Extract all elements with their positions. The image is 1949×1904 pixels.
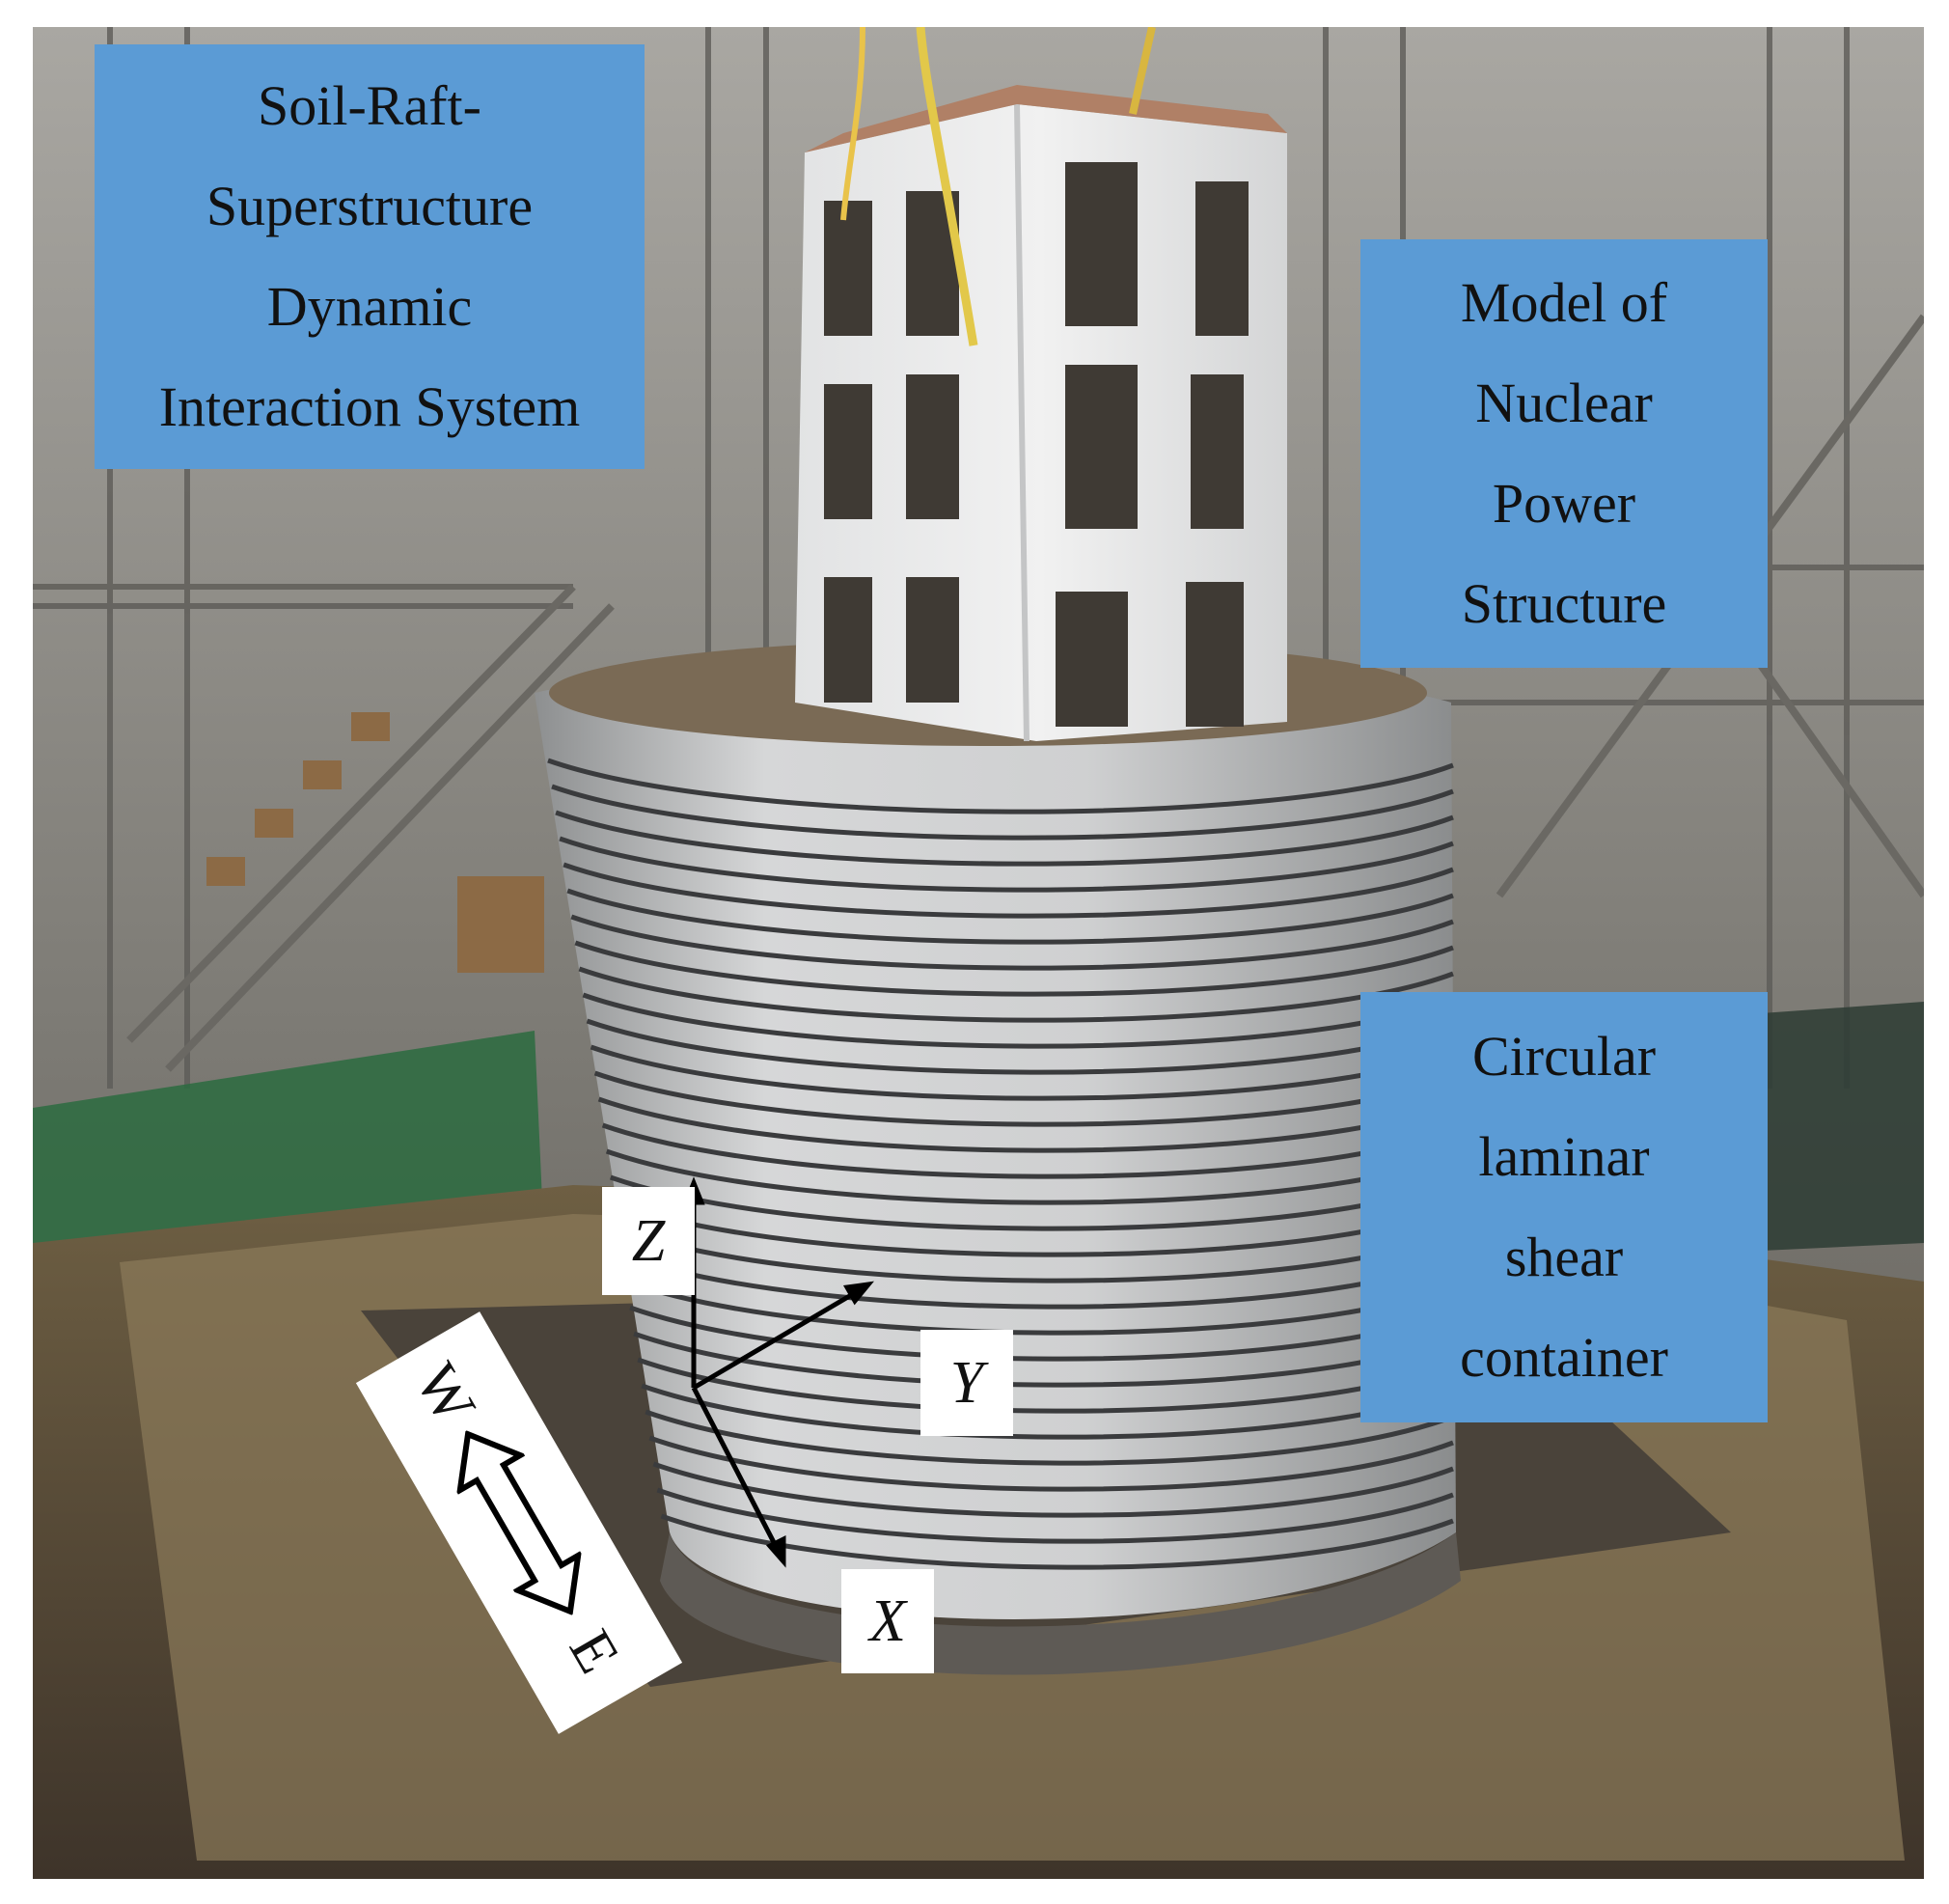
container-ring (660, 1513, 1454, 1570)
container-ring (574, 940, 1454, 997)
system-label-line: Soil-Raft- (258, 74, 481, 137)
z-axis-label: Z (602, 1187, 695, 1295)
structure-label-line: Model of (1460, 271, 1668, 334)
container-ring (652, 1461, 1454, 1518)
container-label-line: Circular (1471, 1025, 1657, 1088)
system-label-line: Interaction System (158, 375, 581, 438)
direction-tag: W E (355, 1311, 683, 1734)
container-ring (570, 914, 1454, 971)
container-label-line: shear (1504, 1226, 1624, 1288)
structure-label-line: Power (1492, 472, 1636, 535)
container-label-line: laminar (1478, 1125, 1650, 1188)
system-label-line: Superstructure (206, 175, 534, 237)
container-ring (566, 888, 1454, 945)
container-label: Circular laminar shear container (1360, 992, 1768, 1422)
east-label: E (556, 1619, 632, 1684)
structure-label-line: Structure (1461, 572, 1667, 635)
system-label-line: Dynamic (266, 275, 473, 338)
container-ring (656, 1487, 1454, 1544)
system-label: Soil-Raft- Superstructure Dynamic Intera… (95, 44, 645, 469)
container-ring (648, 1435, 1454, 1492)
container-label-line: container (1460, 1326, 1668, 1389)
container-ring (563, 862, 1454, 919)
y-axis-label: Y (920, 1330, 1013, 1436)
photo: Soil-Raft- Superstructure Dynamic Intera… (33, 27, 1924, 1879)
container-ring (555, 810, 1454, 867)
container-ring (559, 836, 1454, 893)
container-ring (547, 758, 1454, 814)
container-ring (551, 784, 1454, 841)
structure-label-line: Nuclear (1475, 372, 1653, 434)
x-axis-label: X (841, 1569, 934, 1673)
double-arrow-icon (455, 1429, 583, 1616)
container-ring (645, 1409, 1454, 1466)
structure-label: Model of Nuclear Power Structure (1360, 239, 1768, 668)
